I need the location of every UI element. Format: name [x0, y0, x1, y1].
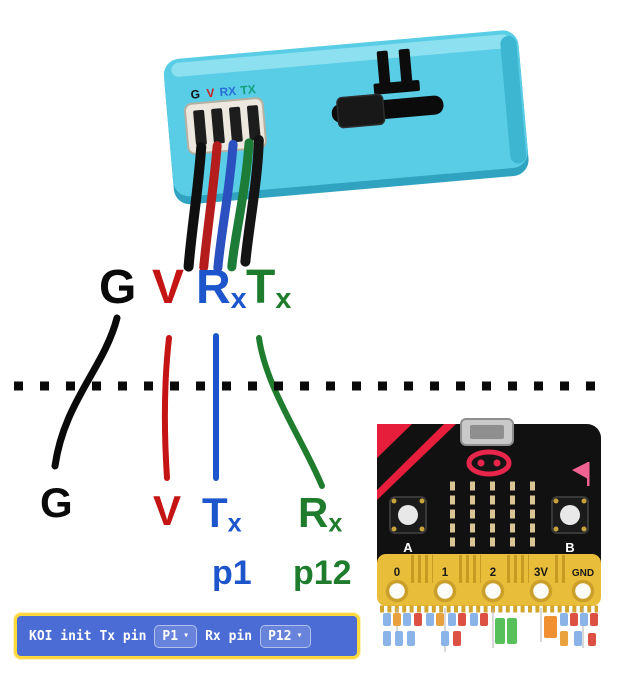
- tx-pin-value: P1: [162, 628, 179, 644]
- board-red-pattern-gap: [377, 424, 444, 490]
- microbit-board: A B 0 1: [377, 418, 601, 652]
- button-a-label: A: [403, 540, 413, 555]
- pin-label-1[interactable]: 1: [442, 567, 449, 579]
- wire-label-top-v: V: [152, 261, 185, 314]
- wire-label-bottom-g: G: [40, 479, 73, 526]
- wire-label-bottom-tx: Tx: [202, 489, 242, 538]
- pin-assignment-p1: p1: [212, 554, 252, 592]
- connector-label-v: V: [206, 86, 215, 101]
- pin-label-0[interactable]: 0: [394, 567, 400, 579]
- dropdown-arrow-icon: ▾: [296, 630, 303, 641]
- wire-label-bottom-v: V: [153, 487, 182, 534]
- pin-assignment-p12: p12: [293, 554, 352, 592]
- pin-label-2[interactable]: 2: [490, 567, 496, 579]
- device-connector: [184, 97, 267, 155]
- connector-label-g: G: [190, 87, 201, 102]
- device-top-highlight: [171, 34, 511, 77]
- pin-label-3v[interactable]: 3V: [534, 567, 548, 579]
- wire-label-top-rx: Rx: [196, 261, 247, 316]
- wire-label-bottom-rx: Rx: [298, 489, 343, 538]
- koi-device: G V RX TX: [163, 30, 529, 273]
- flag-icon: [572, 462, 590, 486]
- wire-label-top-g: G: [99, 261, 137, 314]
- device-prong-slots: [373, 48, 420, 95]
- wire-tx-rx: [256, 335, 325, 489]
- edge-connector-holes: [385, 579, 595, 603]
- dropdown-arrow-icon: ▾: [183, 630, 190, 641]
- device-right-edge: [500, 35, 527, 164]
- wire-label-top-tx: Tx: [246, 261, 292, 316]
- usb-connector: [460, 418, 514, 446]
- connector-label-rx: RX: [219, 84, 237, 99]
- wire-v: [161, 335, 172, 481]
- led-matrix: [450, 481, 536, 547]
- button-b-label: B: [565, 540, 574, 555]
- rx-pin-dropdown[interactable]: P12 ▾: [260, 624, 311, 648]
- wire-g: [51, 314, 121, 470]
- wire-bundle: [183, 135, 264, 273]
- button-a[interactable]: [389, 496, 427, 534]
- connector-label-tx: TX: [240, 82, 257, 97]
- button-b[interactable]: [551, 496, 589, 534]
- pin-label-gnd[interactable]: GND: [572, 568, 594, 579]
- touch-logo[interactable]: [466, 449, 512, 477]
- block-label-init: KOI init Tx pin: [29, 628, 147, 644]
- pin-annotation-tags: [383, 608, 598, 652]
- block-label-rx: Rx pin: [205, 628, 253, 644]
- device-switch: [331, 93, 444, 129]
- connection-wires: [51, 314, 325, 489]
- rx-pin-value: P12: [268, 628, 292, 644]
- tx-pin-dropdown[interactable]: P1 ▾: [154, 624, 198, 648]
- makecode-koi-init-block[interactable]: KOI init Tx pin P1 ▾ Rx pin P12 ▾: [14, 613, 360, 659]
